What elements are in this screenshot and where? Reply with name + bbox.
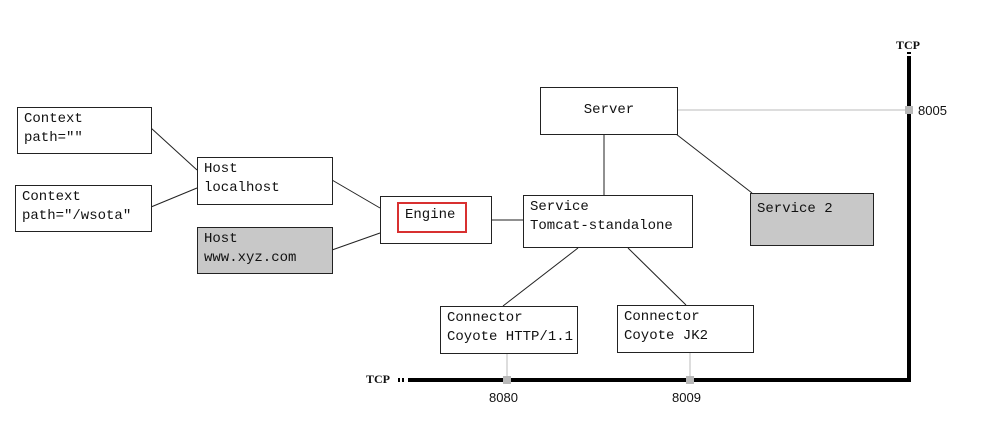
host-localhost-box: Host localhost	[197, 157, 333, 205]
connector-jk2-box: Connector Coyote JK2	[617, 305, 754, 353]
host-xyz-name: www.xyz.com	[204, 250, 297, 266]
edge-host-xyz-engine	[331, 232, 381, 251]
connector-http-name: Coyote HTTP/1.1	[447, 329, 574, 345]
engine-highlight	[397, 202, 467, 233]
service-name: Tomcat-standalone	[530, 218, 673, 234]
port-8080-marker	[503, 376, 511, 384]
tcp-label-top: TCP	[896, 38, 920, 52]
host-localhost-label: Host	[204, 161, 238, 177]
edge-context-wsota-host	[150, 187, 198, 208]
service-box: Service Tomcat-standalone	[523, 195, 693, 248]
host-localhost-name: localhost	[204, 180, 280, 196]
edge-server-service2	[675, 133, 753, 194]
connector-jk2-name: Coyote JK2	[624, 328, 709, 344]
host-xyz-label: Host	[204, 231, 238, 247]
engine-label: Engine	[405, 207, 456, 223]
server-box: Server	[540, 87, 678, 135]
service-label: Service	[530, 199, 589, 215]
context-root-box: Context path=""	[17, 107, 152, 154]
edge-host-localhost-engine	[331, 179, 381, 209]
context-wsota-label: Context	[22, 189, 81, 205]
server-label: Server	[583, 102, 635, 118]
service2-box: Service 2	[750, 193, 874, 246]
context-root-path: path=""	[24, 130, 83, 146]
context-root-label: Context	[24, 111, 83, 127]
connector-jk2-label: Connector	[624, 309, 700, 325]
connector-http-label: Connector	[447, 310, 523, 326]
host-xyz-box: Host www.xyz.com	[197, 227, 333, 274]
port-8009-label: 8009	[672, 390, 701, 405]
port-8080-label: 8080	[489, 390, 518, 405]
edge-service-connector-http	[502, 247, 579, 307]
context-wsota-box: Context path="/wsota"	[15, 185, 152, 232]
port-8005-label: 8005	[918, 103, 947, 118]
edge-service-connector-jk2	[627, 247, 687, 306]
port-8009-marker	[686, 376, 694, 384]
port-8005-marker	[905, 106, 913, 114]
connector-http-box: Connector Coyote HTTP/1.1	[440, 306, 578, 354]
service2-label: Service 2	[757, 201, 833, 217]
tcp-label-bottom: TCP	[366, 372, 390, 386]
context-wsota-path: path="/wsota"	[22, 208, 132, 224]
edge-context-root-host	[150, 127, 198, 171]
